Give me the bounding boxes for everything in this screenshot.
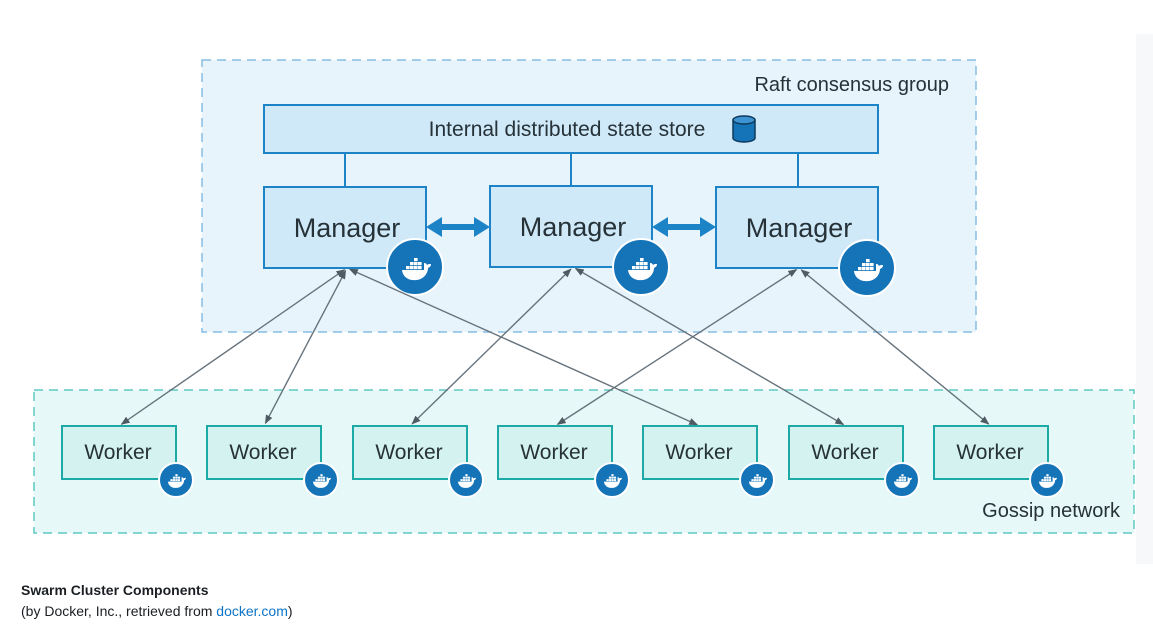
worker-label: Worker	[229, 441, 296, 464]
worker-label: Worker	[520, 441, 587, 464]
connection-arrow-2	[264, 269, 347, 425]
caption-suffix: )	[287, 603, 293, 619]
docker-com-link[interactable]: docker.com	[216, 603, 288, 619]
connection-arrow-6	[556, 269, 798, 425]
page-side-strip	[1136, 34, 1153, 564]
worker-label: Worker	[84, 441, 151, 464]
worker-node-5: Worker	[642, 425, 775, 498]
worker-node-3: Worker	[352, 425, 484, 498]
manager-node-2: Manager	[489, 185, 670, 296]
database-icon	[732, 115, 756, 143]
worker-node-6: Worker	[788, 425, 920, 498]
worker-node-2: Worker	[206, 425, 339, 498]
manager-label: Manager	[520, 212, 627, 242]
state-store-box	[263, 104, 879, 154]
raft-group-label: Raft consensus group	[754, 74, 949, 96]
manager-label: Manager	[746, 213, 853, 243]
worker-node-4: Worker	[497, 425, 630, 498]
state-store-label: Internal distributed state store	[429, 118, 706, 141]
worker-label: Worker	[665, 441, 732, 464]
connection-arrow-7	[800, 269, 990, 425]
figure-caption: Swarm Cluster Components (by Docker, Inc…	[21, 580, 293, 622]
connection-arrow-4	[411, 268, 572, 425]
manager-label: Manager	[294, 213, 401, 243]
worker-label: Worker	[811, 441, 878, 464]
worker-label: Worker	[375, 441, 442, 464]
manager-link-2-3	[652, 217, 716, 237]
gossip-network-label: Gossip network	[982, 500, 1121, 522]
manager-link-1-2	[426, 217, 490, 237]
worker-label: Worker	[956, 441, 1023, 464]
worker-node-7: Worker	[933, 425, 1065, 498]
manager-worker-connections	[120, 267, 990, 426]
worker-node-1: Worker	[61, 425, 194, 498]
caption-title: Swarm Cluster Components	[21, 582, 209, 598]
caption-prefix: (by Docker, Inc., retrieved from	[21, 603, 217, 619]
swarm-diagram: Raft consensus group Gossip network Inte…	[33, 59, 1135, 534]
